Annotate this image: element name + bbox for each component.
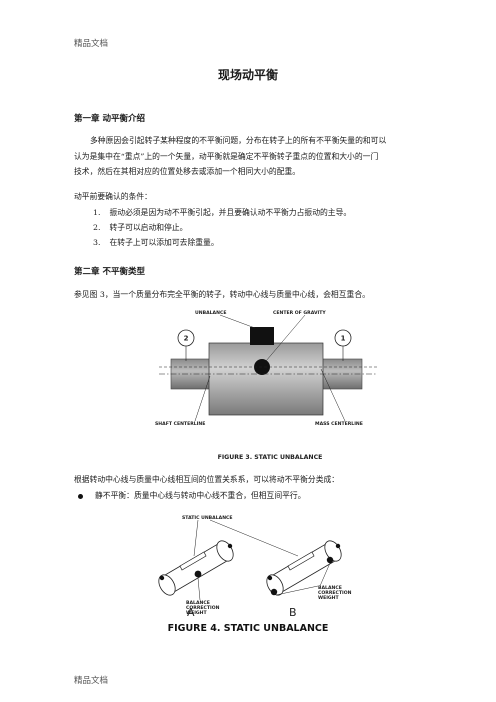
label-center-of-gravity: CENTER OF GRAVITY xyxy=(273,310,326,316)
bullet-text: 静不平衡：质量中心线与转动中心线不重合，但相互间平行。 xyxy=(95,491,306,500)
bullet-dot xyxy=(78,493,83,499)
figure3-caption: FIGURE 3. STATIC UNBALANCE xyxy=(218,454,323,461)
chapter1-para-line1: 多种原因会引起转子某种程度的不平衡问题，分布在转子上的所有不平衡矢量的和可以 xyxy=(90,136,387,145)
classification-intro: 根据转动中心线与质量中心线相互间的位置关系系，可以将动不平衡分类成： xyxy=(74,475,340,484)
cog-leader xyxy=(265,314,306,362)
chapter1-para-line3: 技术，然后在其相对应的位置处移去或添加一个相同大小的配重。 xyxy=(74,167,301,176)
condition-num-1: 1. xyxy=(93,208,101,217)
balance-leader-b2 xyxy=(319,562,331,587)
marker-2-text: 2 xyxy=(184,335,189,343)
label-static-unbalance: STATIC UNBALANCE xyxy=(182,515,233,521)
label-balance-b-3: WEIGHT xyxy=(318,595,340,601)
label-a: A xyxy=(187,606,195,619)
label-shaft-centerline: SHAFT CENTERLINE xyxy=(155,421,205,427)
document-title: 现场动平衡 xyxy=(217,68,278,82)
figure3-static-unbalance: 2 1 UNBALANCE CENTER OF GRAVITY SHAFT CE… xyxy=(155,310,377,461)
condition-num-3: 3. xyxy=(93,238,101,247)
static-leader-b xyxy=(209,519,299,557)
center-of-gravity-dot xyxy=(254,359,270,375)
label-balance-b-2: CORRECTION xyxy=(318,590,352,596)
condition-text-3: 在转子上可以添加可去除重量。 xyxy=(109,238,219,247)
label-b: B xyxy=(289,606,297,619)
label-balance-a-3: WEIGHT xyxy=(186,610,208,616)
label-balance-b-1: BALANCE xyxy=(318,585,342,591)
chapter1-para-line2: 认为是集中在“重点”上的一个矢量，动平衡就是确定不平衡转子重点的位置和大小的一门 xyxy=(74,151,379,161)
chapter2-heading: 第二章 不平衡类型 xyxy=(74,267,145,277)
conditions-intro: 动平前要确认的条件： xyxy=(74,192,152,201)
page-footer: 精品文档 xyxy=(74,676,109,686)
condition-item-1: 1. 振动必须是因为动不平衡引起，并且要确认动不平衡力占振动的主导。 xyxy=(93,207,351,218)
condition-item-2: 2. 转子可以启动和停止。 xyxy=(93,222,187,233)
shaft-centerline-leader xyxy=(194,375,211,422)
condition-text-2: 转子可以启动和停止。 xyxy=(109,223,188,232)
rotor-body xyxy=(208,342,324,416)
chapter2-paragraph: 参见图 3，当一个质量分布完全平衡的转子，转动中心线与质量中心线，会相互重合。 xyxy=(74,290,370,299)
cylinder-a xyxy=(158,540,234,596)
condition-text-1: 振动必须是因为动不平衡引起，并且要确认动不平衡力占振动的主导。 xyxy=(109,208,352,217)
marker-1-text: 1 xyxy=(341,335,346,343)
static-leader-a xyxy=(193,519,199,557)
label-mass-centerline: MASS CENTERLINE xyxy=(315,421,363,427)
balance-leader-a xyxy=(197,577,201,601)
chapter1-heading: 第一章 动平衡介绍 xyxy=(74,114,145,124)
bullet-static-unbalance: 静不平衡：质量中心线与转动中心线不重合，但相互间平行。 xyxy=(78,490,306,501)
label-balance-a-2: CORRECTION xyxy=(186,605,220,611)
condition-num-2: 2. xyxy=(93,223,101,232)
condition-item-3: 3. 在转子上可以添加可去除重量。 xyxy=(93,237,219,248)
label-balance-a-1: BALANCE xyxy=(186,600,210,606)
unbalance-mass xyxy=(250,327,274,345)
figure4-caption: FIGURE 4. STATIC UNBALANCE xyxy=(168,623,329,634)
cylinder-b xyxy=(266,540,342,596)
unbalance-leader xyxy=(219,314,256,329)
mass-centerline-leader xyxy=(320,368,346,422)
page-header: 精品文档 xyxy=(74,39,109,49)
chapter1-paragraph: 多种原因会引起转子某种程度的不平衡问题，分布在转子上的所有不平衡矢量的和可以 认… xyxy=(74,133,434,180)
label-unbalance: UNBALANCE xyxy=(195,310,226,316)
figure4-static-unbalance: STATIC UNBALANCE BALANCE CORRECTION WEIG… xyxy=(158,515,352,634)
balance-leader-b1 xyxy=(275,585,319,596)
